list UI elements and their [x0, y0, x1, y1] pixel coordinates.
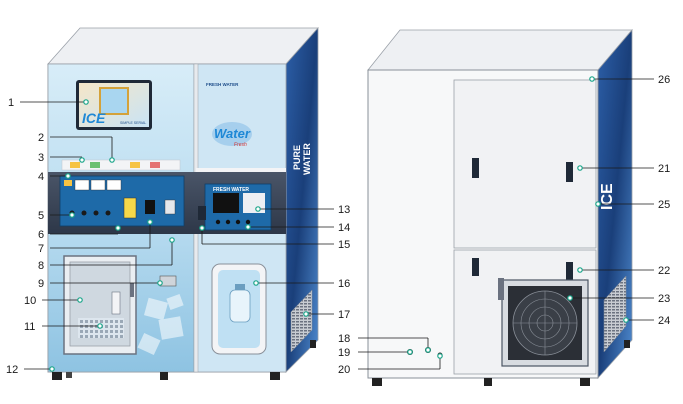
svg-text:8: 8 — [38, 260, 44, 272]
svg-text:4: 4 — [38, 171, 44, 183]
callout-8: 8 — [38, 237, 175, 272]
svg-text:17: 17 — [338, 309, 350, 321]
svg-text:23: 23 — [658, 293, 670, 305]
svg-text:11: 11 — [24, 321, 35, 333]
callout-17: 17 — [303, 309, 350, 321]
svg-text:12: 12 — [6, 364, 18, 376]
callout-4: 4 — [38, 171, 71, 183]
svg-text:24: 24 — [658, 315, 670, 327]
callouts: 1 2 3 4 5 6 — [6, 74, 670, 376]
callout-3: 3 — [38, 152, 85, 164]
svg-text:16: 16 — [338, 278, 350, 290]
svg-text:22: 22 — [658, 265, 670, 277]
callout-22: 22 — [577, 265, 670, 277]
front-brand-text: ICE — [82, 110, 106, 126]
water-logo-sub: Fresh — [234, 142, 247, 148]
callout-2: 2 — [38, 132, 115, 163]
svg-text:5: 5 — [38, 210, 44, 222]
callout-20: 20 — [338, 353, 443, 376]
callout-19: 19 — [338, 347, 413, 359]
back-side-text: ICE — [599, 183, 616, 210]
svg-text:15: 15 — [338, 239, 350, 251]
svg-text:6: 6 — [38, 229, 44, 241]
callout-23: 23 — [567, 293, 670, 305]
water-logo-text: Water — [214, 126, 251, 141]
front-machine: ICE SIMPLE SERIAL FRESH WATER — [47, 26, 319, 380]
side-text-right: WATER — [302, 143, 312, 175]
svg-text:20: 20 — [338, 364, 350, 376]
callout-14: 14 — [245, 222, 350, 234]
callout-6: 6 — [38, 225, 121, 241]
callout-10: 10 — [24, 295, 83, 307]
water-top-label: FRESH WATER — [206, 82, 239, 87]
svg-text:10: 10 — [24, 295, 36, 307]
back-machine: ICE — [367, 28, 633, 386]
callout-9: 9 — [38, 278, 163, 290]
svg-text:25: 25 — [658, 199, 670, 211]
svg-text:3: 3 — [38, 152, 44, 164]
water-brand-small: FRESH WATER — [213, 187, 249, 193]
callout-12: 12 — [6, 364, 55, 376]
callout-7: 7 — [38, 219, 153, 255]
callout-15: 15 — [199, 225, 350, 251]
front-brand-sub: SIMPLE SERIAL — [120, 121, 146, 125]
svg-text:18: 18 — [338, 333, 350, 345]
callout-21: 21 — [577, 163, 670, 175]
svg-text:2: 2 — [38, 132, 44, 144]
callout-26: 26 — [589, 74, 670, 86]
callout-13: 13 — [255, 204, 350, 216]
svg-text:9: 9 — [38, 278, 44, 290]
svg-text:7: 7 — [38, 243, 44, 255]
callout-24: 24 — [623, 315, 670, 327]
callout-16: 16 — [253, 278, 350, 290]
callout-18: 18 — [338, 333, 431, 353]
callout-11: 11 — [24, 321, 103, 333]
svg-text:13: 13 — [338, 204, 350, 216]
ice-cubes-decor — [137, 293, 184, 356]
svg-text:21: 21 — [658, 163, 670, 175]
svg-text:26: 26 — [658, 74, 670, 86]
price-badges — [70, 162, 160, 168]
fan-grille — [513, 291, 577, 355]
callout-1: 1 — [8, 97, 89, 109]
svg-text:14: 14 — [338, 222, 350, 234]
side-text-left: PURE — [292, 145, 302, 170]
svg-text:1: 1 — [8, 97, 14, 109]
svg-text:19: 19 — [338, 347, 350, 359]
callout-25: 25 — [595, 199, 670, 211]
callout-5: 5 — [38, 210, 75, 222]
